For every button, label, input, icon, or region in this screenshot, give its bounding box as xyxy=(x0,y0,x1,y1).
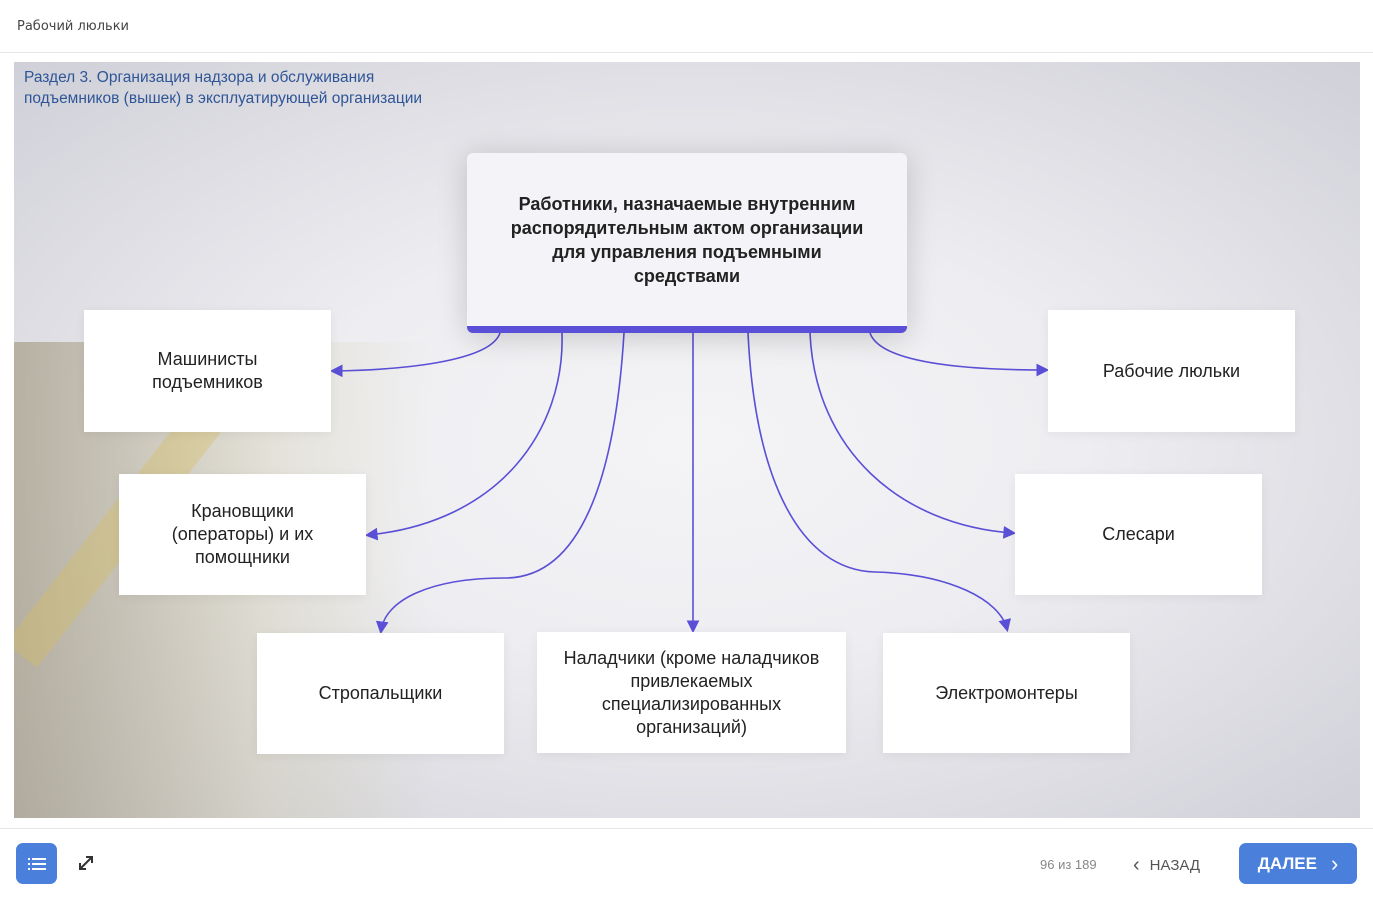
next-button[interactable]: ДАЛЕЕ › xyxy=(1239,843,1357,884)
chevron-left-icon: ‹ xyxy=(1133,854,1140,876)
central-box: Работники, назначаемые внутренним распор… xyxy=(467,153,907,333)
back-button[interactable]: ‹ НАЗАД xyxy=(1133,854,1200,877)
bottom-bar xyxy=(0,828,1373,899)
top-bar: Рабочий люльки xyxy=(0,0,1373,53)
list-icon xyxy=(27,857,46,870)
box-cradle-workers: Рабочие люльки xyxy=(1048,310,1295,432)
box-locksmiths: Слесари xyxy=(1015,474,1262,595)
course-title: Рабочий люльки xyxy=(17,19,130,34)
section-title: Раздел 3. Организация надзора и обслужив… xyxy=(24,67,422,109)
back-label: НАЗАД xyxy=(1149,857,1201,874)
box-slingers: Стропальщики xyxy=(257,633,504,754)
box-crane-operators: Крановщики (операторы) и их помощники xyxy=(119,474,366,595)
page-counter: 96 из 189 xyxy=(1040,857,1097,872)
fullscreen-icon[interactable] xyxy=(76,853,96,873)
chevron-right-icon: › xyxy=(1330,850,1339,876)
box-adjusters: Наладчики (кроме наладчиков привлекаемых… xyxy=(537,632,846,753)
next-label: ДАЛЕЕ xyxy=(1257,853,1317,873)
menu-button[interactable] xyxy=(16,843,57,884)
section-title-line: Раздел 3. Организация надзора и обслужив… xyxy=(24,69,375,86)
box-electricians: Электромонтеры xyxy=(883,633,1130,753)
box-machinists: Машинисты подъемников xyxy=(84,310,331,432)
section-title-line: подъемников (вышек) в эксплуатирующей ор… xyxy=(24,90,423,107)
